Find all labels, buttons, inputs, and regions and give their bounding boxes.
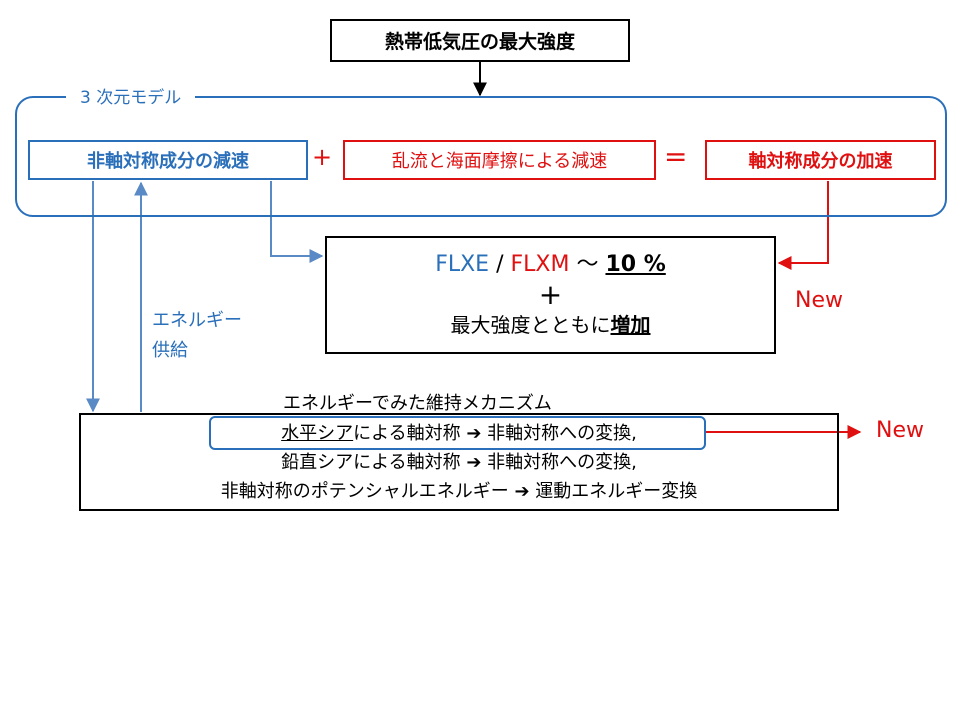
equals-operator: =	[664, 140, 688, 173]
horizontal-shear-word: 水平シア	[281, 422, 354, 444]
title-text: 熱帯低気圧の最大強度	[384, 31, 575, 53]
nonaxi-decel-text: 非軸対称成分の減速	[87, 151, 249, 172]
plus-operator: +	[312, 143, 333, 171]
mechanism-line-3: 非軸対称のポテンシャルエネルギー ➔ 運動エネルギー変換	[220, 480, 698, 502]
axi-accel-box: 軸対称成分の加速	[705, 140, 936, 180]
arrow-axi-to-center	[777, 181, 829, 270]
model-label: 3 次元モデル	[66, 86, 196, 110]
horizontal-shear-highlight	[209, 416, 706, 450]
percent-value: 10 %	[605, 252, 666, 277]
center-plus: +	[538, 278, 563, 311]
flxm-label: FLXM	[510, 252, 570, 277]
tilde-label: 〜	[569, 252, 606, 277]
turbulence-friction-box: 乱流と海面摩擦による減速	[343, 140, 656, 180]
model-frame	[15, 96, 947, 217]
new-label-1: New	[795, 288, 843, 313]
title-box: 熱帯低気圧の最大強度	[330, 19, 630, 62]
slash-label: /	[489, 252, 511, 277]
mechanism-line-1: 水平シアによる軸対称 ➔ 非軸対称への変換,	[281, 419, 637, 448]
mechanism-title: エネルギーでみた維持メカニズム	[283, 393, 552, 414]
nonaxi-decel-box: 非軸対称成分の減速	[28, 140, 308, 180]
energy-supply-line2: 供給	[152, 340, 188, 361]
flxe-label: FLXE	[435, 252, 490, 277]
turbulence-friction-text: 乱流と海面摩擦による減速	[391, 151, 608, 172]
axi-accel-text: 軸対称成分の加速	[748, 151, 893, 172]
energy-supply-line1: エネルギー	[152, 310, 242, 331]
energy-supply-label: エネルギー 供給	[152, 306, 242, 366]
mechanism-box: 水平シアによる軸対称 ➔ 非軸対称への変換, 鉛直シアによる軸対称 ➔ 非軸対称…	[79, 413, 839, 511]
increase-line: 最大強度とともに増加	[451, 310, 651, 340]
mechanism-line-2: 鉛直シアによる軸対称 ➔ 非軸対称への変換,	[281, 451, 637, 473]
flux-ratio-box: FLXE / FLXM 〜 10 % + 最大強度とともに増加	[325, 236, 776, 354]
new-label-2: New	[876, 418, 924, 443]
arrow-nonaxi-to-center	[270, 181, 324, 263]
flux-ratio-line: FLXE / FLXM 〜 10 %	[435, 250, 666, 280]
increase-word: 増加	[610, 313, 651, 337]
mechanism-line-1-rest: による軸対称 ➔ 非軸対称への変換,	[353, 422, 637, 444]
increase-prefix: 最大強度とともに	[450, 313, 611, 337]
